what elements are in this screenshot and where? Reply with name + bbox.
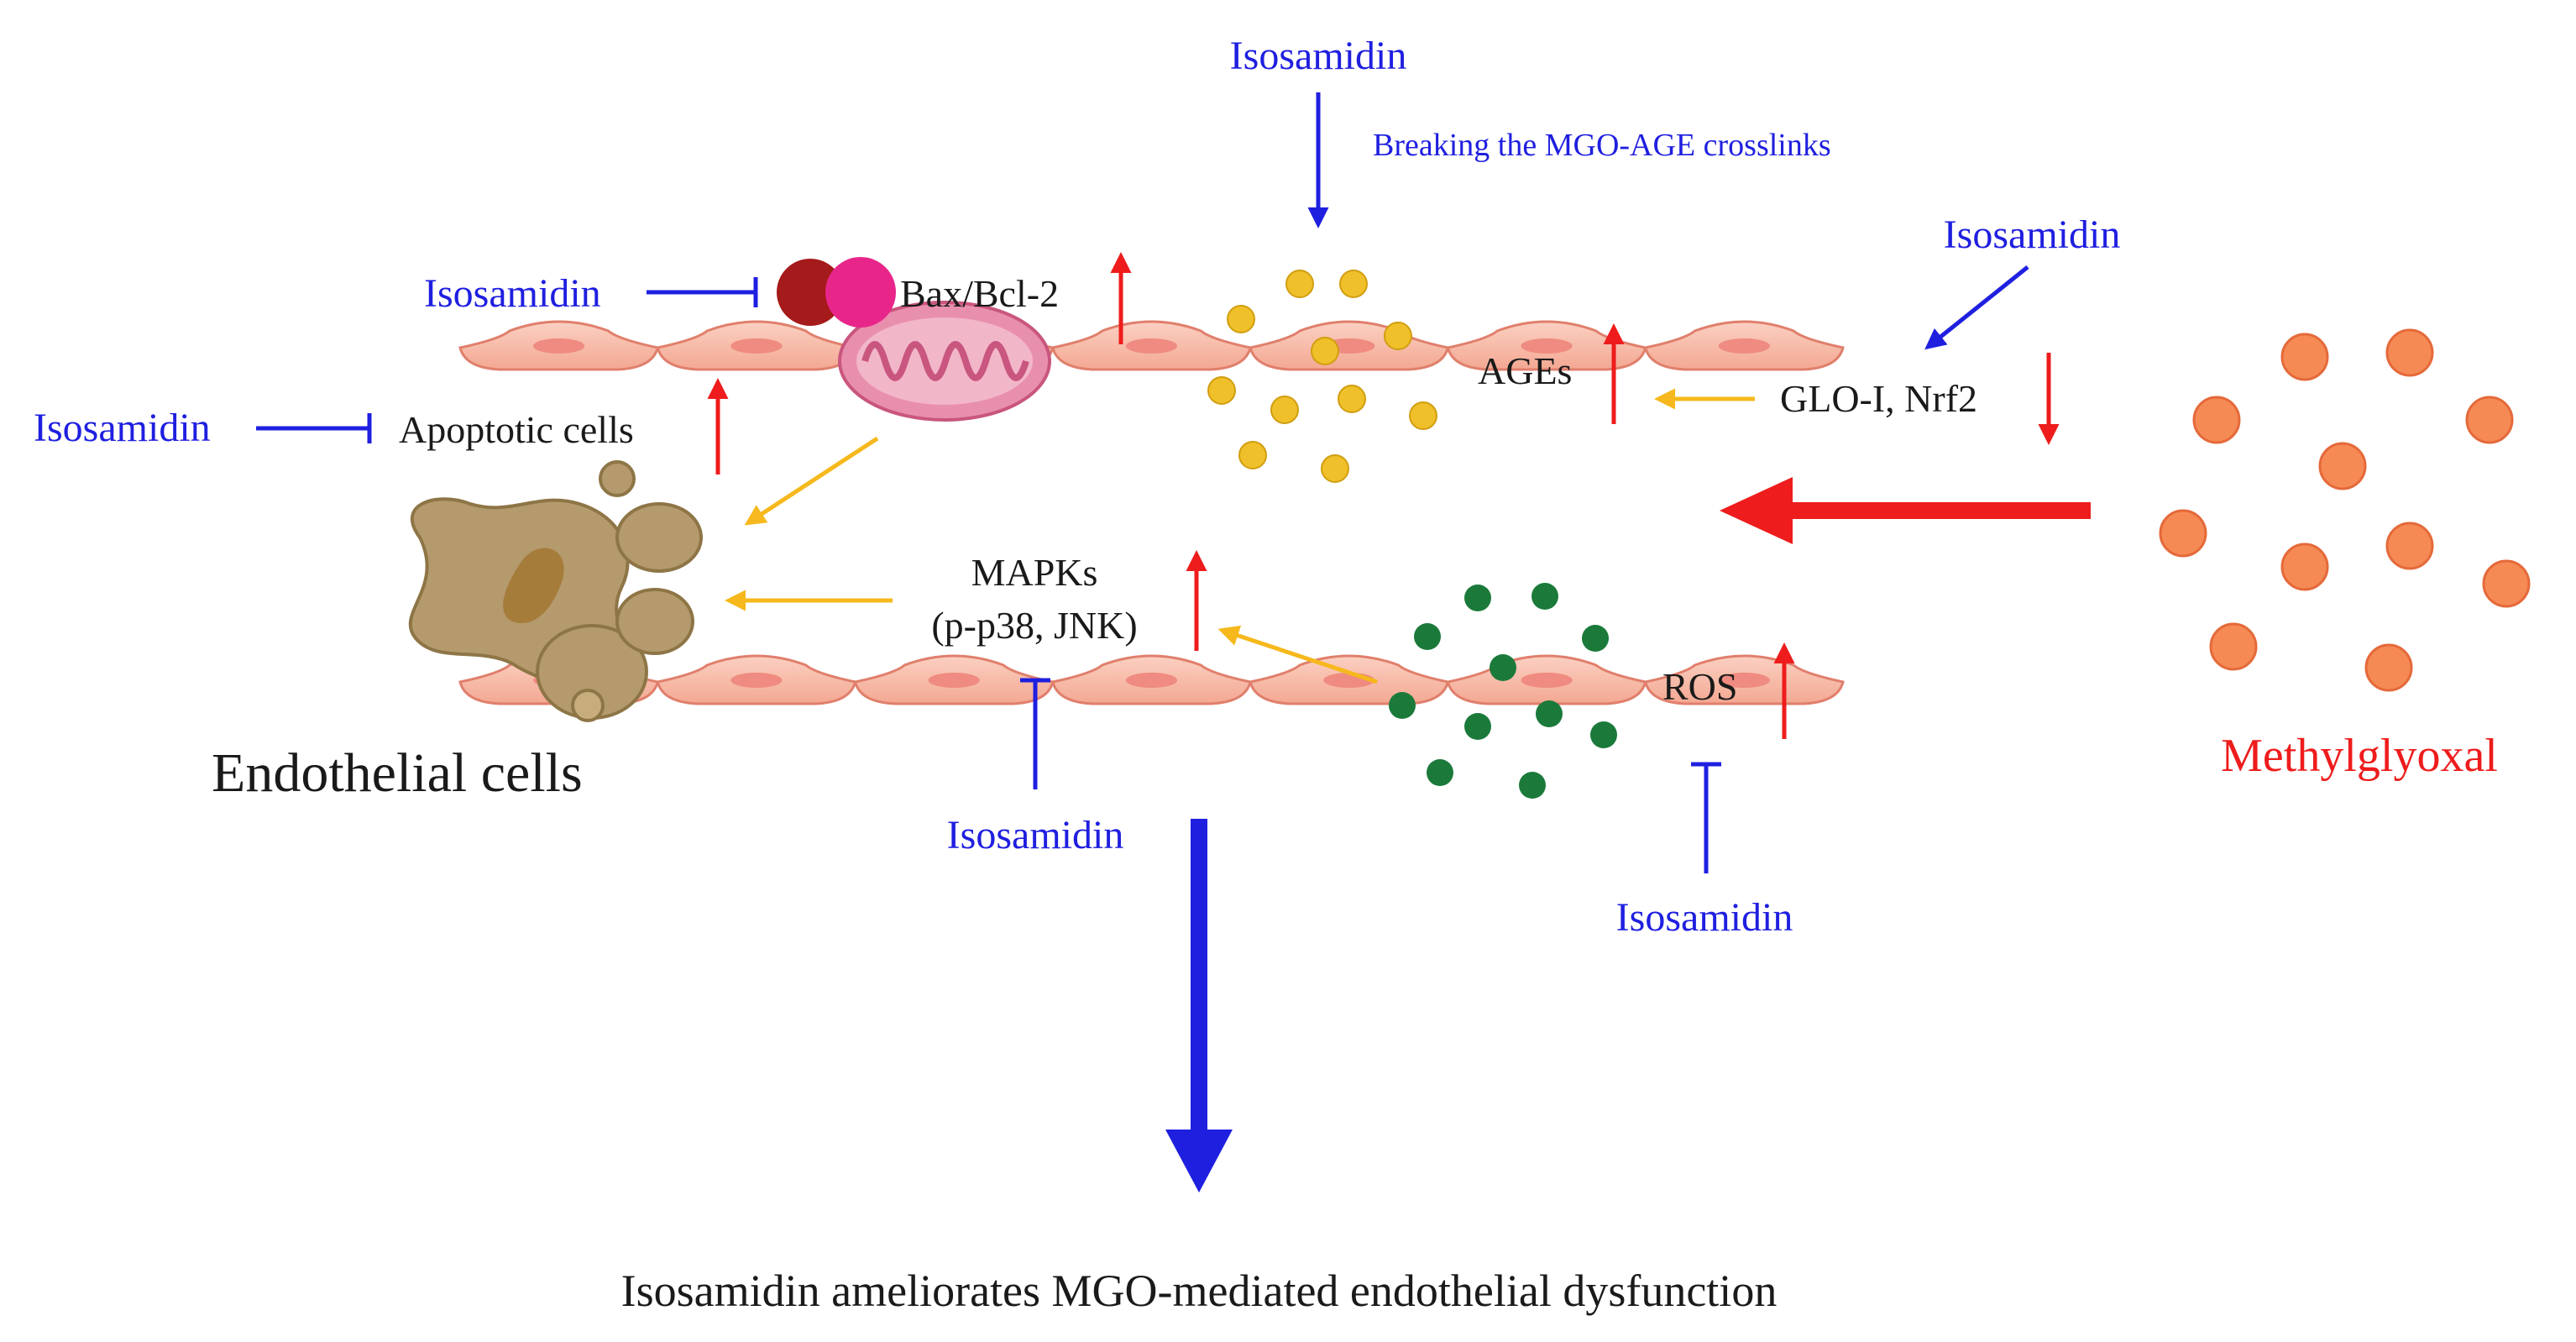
top-isosamidin-label: Isosamidin — [1230, 34, 1407, 78]
age-particle — [1207, 376, 1236, 405]
age-particle — [1339, 270, 1368, 298]
ros-particle — [1464, 713, 1491, 740]
apoptotic-isosamidin-label: Isosamidin — [34, 406, 211, 450]
age-particle-cluster — [1207, 270, 1437, 483]
conclusion-label: Isosamidin ameliorates MGO-mediated endo… — [621, 1266, 1778, 1316]
methylglyoxal-particle — [2318, 442, 2367, 490]
isosamidin-inhibits-mapks — [1020, 678, 1050, 789]
ros-label: ROS — [1662, 665, 1737, 708]
baxbcl2-isosamidin-label: Isosamidin — [424, 271, 601, 316]
age-particle — [1321, 454, 1349, 483]
age-particle — [1409, 401, 1437, 430]
ros-particle — [1389, 692, 1416, 719]
cell-nucleus — [928, 673, 980, 688]
breaking-crosslinks-label: Breaking the MGO-AGE crosslinks — [1373, 128, 1831, 163]
mito-to-apoptosis-flow-arrow — [744, 436, 879, 526]
age-particle — [1238, 441, 1267, 469]
mgo-input-arrow — [1720, 477, 2091, 544]
age-particle — [1384, 322, 1412, 350]
methylglyoxal-particle — [2280, 543, 2329, 591]
cell-nucleus — [1718, 673, 1770, 688]
mapk-isosamidin-label: Isosamidin — [947, 813, 1124, 857]
cell-nucleus — [1125, 673, 1178, 688]
bcl2-protein-icon — [825, 257, 896, 328]
isosamidin-inhibits-baxbcl2 — [647, 277, 758, 307]
methylglyoxal-particle — [2385, 522, 2434, 570]
age-particle — [1311, 337, 1339, 365]
isosamidin-inhibits-apoptosis — [256, 413, 372, 443]
methylglyoxal-particle — [2280, 333, 2329, 381]
cell-nucleus — [1125, 338, 1178, 354]
cell-nucleus — [1718, 338, 1770, 354]
age-particle — [1270, 396, 1299, 424]
cell-nucleus — [730, 338, 783, 354]
outcome-down-arrow — [1165, 819, 1233, 1193]
ros-particle — [1536, 700, 1563, 727]
mitochondrion-icon — [838, 301, 1051, 422]
mapks-subtypes-label: (p-p38, JNK) — [931, 604, 1137, 647]
cell-nucleus — [533, 338, 585, 354]
age-particle — [1285, 270, 1314, 298]
methylglyoxal-particle — [2465, 396, 2514, 444]
cell-nucleus — [1521, 673, 1573, 688]
cell-nucleus — [730, 673, 783, 688]
apoptotic-cells-label: Apoptotic cells — [399, 408, 634, 451]
ros-particle — [1519, 772, 1546, 799]
ros-particle — [1414, 623, 1441, 650]
cell-nucleus — [1521, 338, 1573, 354]
endothelial-cells-label: Endothelial cells — [212, 742, 583, 804]
lower-endothelial-layer — [458, 654, 1845, 705]
apoptotic-cell-cluster-icon — [408, 460, 703, 722]
upper-endothelial-layer — [458, 320, 1845, 371]
bax-protein-icon — [777, 259, 844, 326]
methylglyoxal-particle — [2192, 396, 2241, 444]
methylglyoxal-particle — [2209, 622, 2258, 671]
isosamidin-to-glo-arrow — [1924, 265, 2029, 350]
isosamidin-inhibits-ros — [1691, 762, 1721, 873]
glo-isosamidin-label: Isosamidin — [1944, 212, 2121, 257]
age-particle — [1227, 305, 1255, 333]
methylglyoxal-particle — [2385, 328, 2434, 377]
methylglyoxal-label: Methylglyoxal — [2221, 730, 2498, 782]
age-particle — [1338, 385, 1366, 413]
ros-to-mapks-flow-arrow — [1217, 625, 1378, 684]
ros-particle-cluster — [1389, 583, 1617, 799]
ros-particle — [1582, 625, 1609, 652]
ros-isosamidin-label: Isosamidin — [1616, 895, 1793, 940]
glo-nrf2-label: GLO-I, Nrf2 — [1780, 377, 1977, 420]
methylglyoxal-particle — [2482, 559, 2531, 608]
ros-particle — [1490, 654, 1516, 681]
methylglyoxal-particle-cluster — [2159, 328, 2531, 692]
baxbcl2-label: Bax/Bcl-2 — [900, 272, 1059, 315]
methylglyoxal-particle — [2159, 509, 2207, 558]
mapks-label: MAPKs — [971, 551, 1098, 594]
ros-particle — [1590, 721, 1617, 748]
ages-label: AGEs — [1478, 349, 1572, 392]
ros-particle — [1427, 759, 1453, 786]
methylglyoxal-particle — [2364, 643, 2413, 692]
ros-particle — [1464, 585, 1491, 611]
ros-particle — [1531, 583, 1558, 610]
